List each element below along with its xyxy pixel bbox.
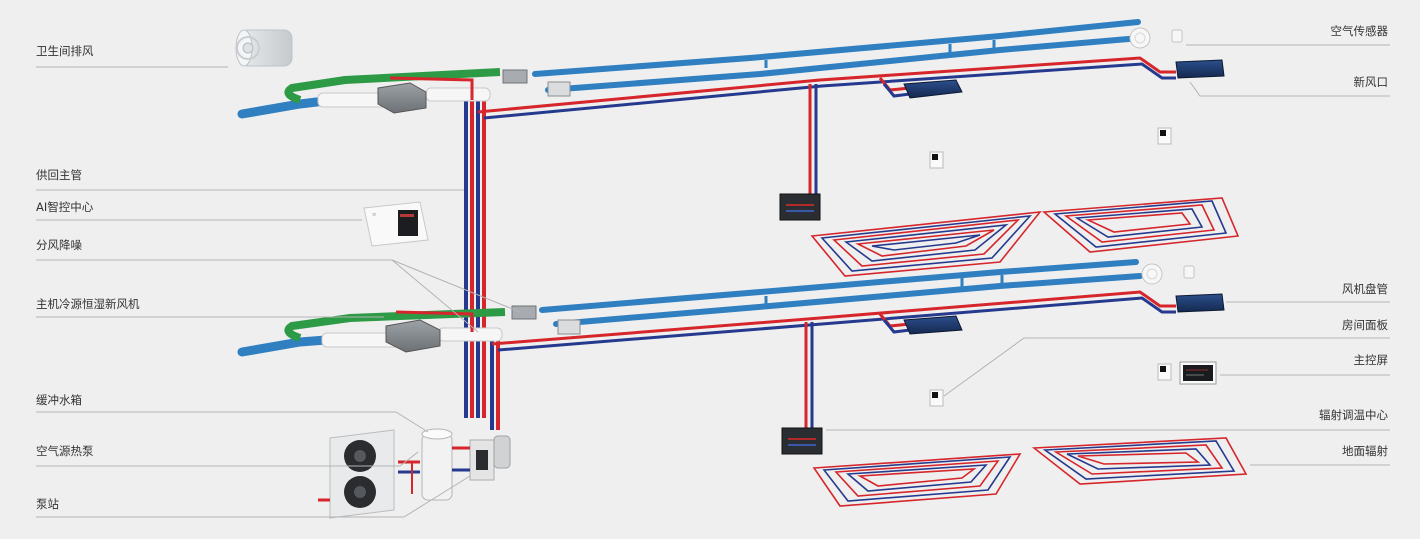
exhaust-duct-lower	[284, 308, 506, 342]
splitter-box-lower	[511, 305, 537, 320]
air-sensor-lower	[1141, 263, 1163, 285]
label-radiant-center: 辐射调温中心	[1319, 408, 1388, 422]
bathroom-exhaust-fan	[235, 29, 293, 67]
water-pipes-upper	[389, 56, 1176, 196]
label-air-sensor: 空气传感器	[1330, 24, 1389, 38]
floor-heating-coil-lower-2	[1031, 437, 1248, 485]
label-main-pipe: 供回主管	[36, 168, 82, 182]
ai-control-center-device: ≡	[363, 201, 429, 247]
label-fresh-air-outlet: 新风口	[1353, 75, 1389, 89]
air-source-heat-pump	[329, 429, 395, 519]
label-bathroom-exhaust: 卫生间排风	[36, 44, 94, 58]
pump-station-unit	[318, 435, 511, 502]
label-heat-pump: 空气源热泵	[36, 444, 94, 458]
splitter-box-upper	[502, 69, 528, 84]
air-sensor-upper	[1129, 27, 1151, 49]
label-fan-coil: 风机盘管	[1342, 282, 1388, 296]
fan-coil-upper-mid	[903, 79, 963, 99]
main-control-screen	[1179, 361, 1217, 385]
exhaust-duct-upper	[284, 68, 501, 104]
leader-lines-left	[36, 66, 521, 518]
label-room-panel: 房间面板	[1342, 318, 1388, 332]
label-floor-radiant: 地面辐射	[1342, 444, 1388, 458]
label-fresh-air-unit: 主机冷源恒湿新风机	[36, 297, 140, 311]
water-pipes-lower	[395, 290, 1176, 430]
fresh-air-duct-upper	[532, 19, 1143, 93]
diffuser-box-upper	[547, 81, 571, 97]
radiant-manifold-lower	[781, 427, 823, 455]
main-supply-return-riser	[464, 100, 500, 430]
label-pump-station: 泵站	[36, 497, 59, 511]
fresh-air-machine-lower	[385, 319, 441, 353]
radiant-manifold-upper	[779, 193, 821, 221]
label-main-control-screen: 主控屏	[1353, 353, 1389, 367]
buffer-water-tank	[421, 428, 453, 501]
fresh-air-machine-upper	[377, 82, 427, 114]
fan-coil-lower-mid	[903, 315, 963, 335]
floor-heating-coil-upper-2	[1042, 197, 1240, 253]
fan-coil-lower-right	[1175, 293, 1225, 313]
label-buffer-tank: 缓冲水箱	[36, 393, 82, 407]
label-air-splitter: 分风降噪	[36, 238, 82, 252]
svg-text:≡: ≡	[372, 212, 376, 218]
fresh-air-outlet-box	[1175, 59, 1225, 79]
upper-floor-system	[235, 19, 1240, 277]
plant-room	[318, 428, 511, 519]
floor-heating-coil-lower-1	[812, 453, 1022, 507]
fresh-air-duct-lower	[539, 259, 1143, 327]
floor-heating-coil-upper-1	[810, 211, 1042, 277]
diffuser-box-lower	[557, 319, 581, 335]
label-ai-control-center: AI智控中心	[36, 200, 94, 214]
leader-lines-right	[826, 44, 1390, 466]
lower-floor-system	[237, 259, 1248, 507]
